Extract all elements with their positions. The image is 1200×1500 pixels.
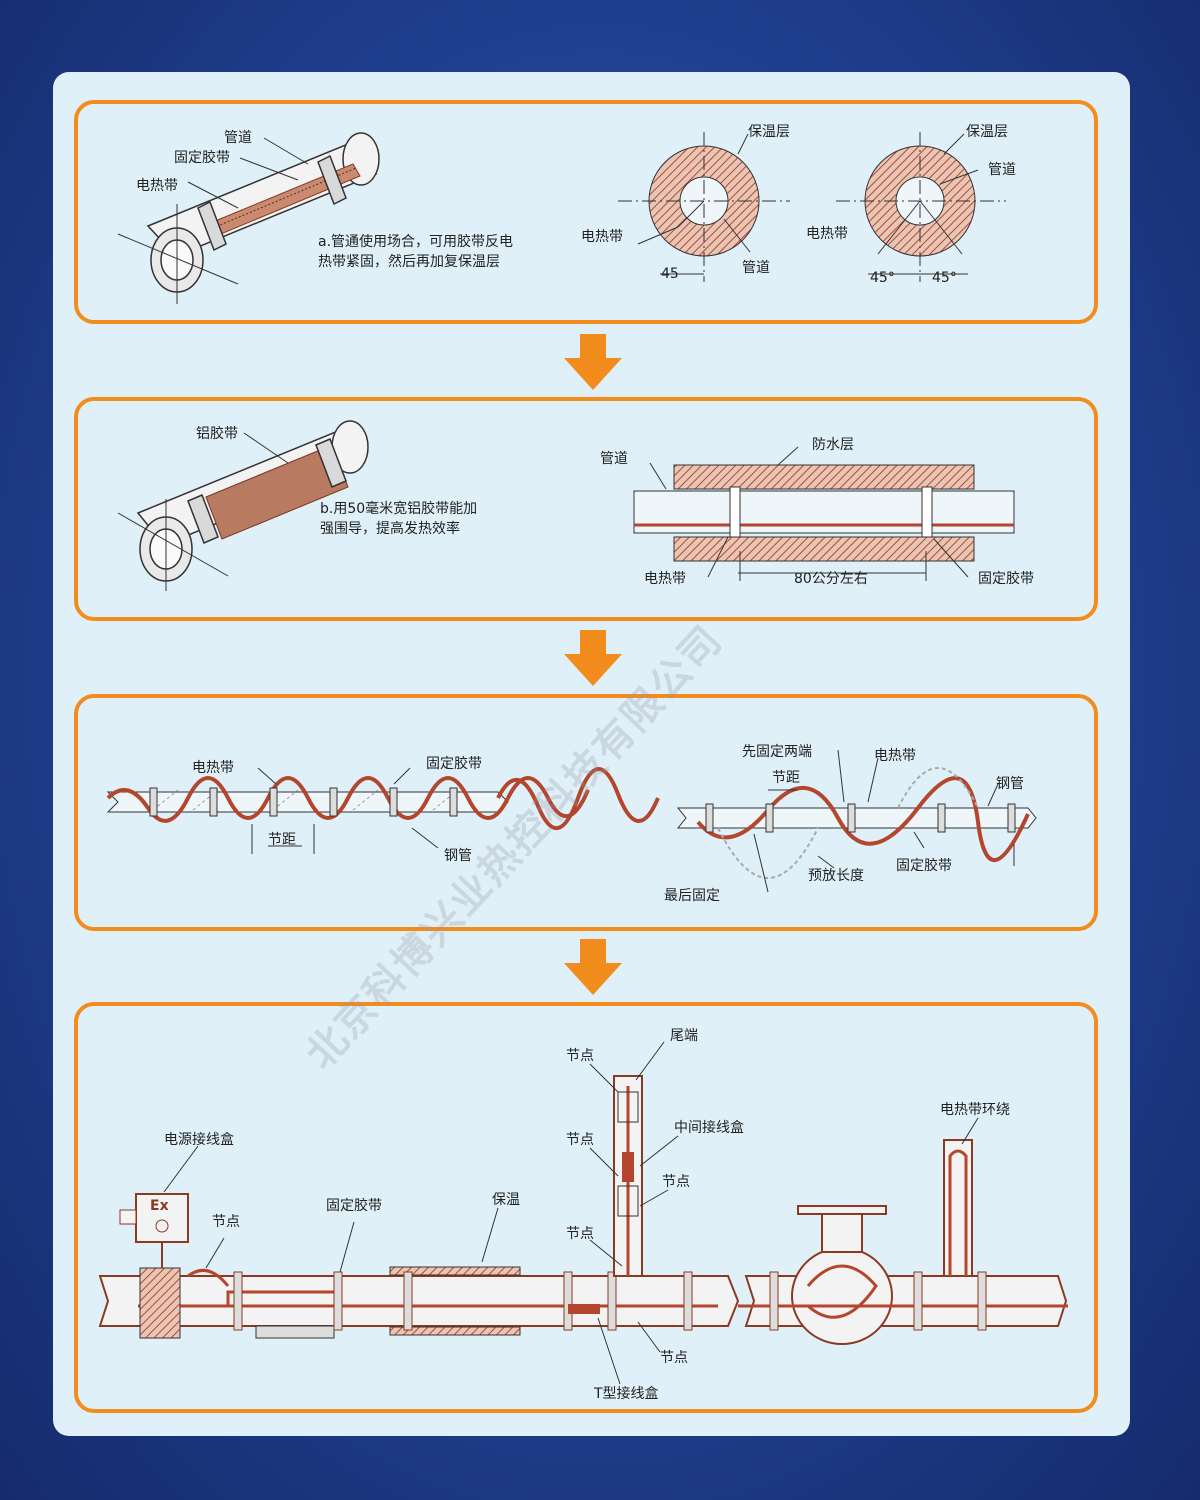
- p3-r-label-heater: 电热带: [874, 748, 916, 764]
- p3-label-last-fix: 最后固定: [664, 888, 720, 904]
- pipe-cylinder-illustration: [117, 132, 380, 304]
- label-heater: 电热带: [136, 178, 178, 194]
- label-waterproof-layer: 防水层: [812, 437, 854, 453]
- label-mid-box: 中间接线盒: [674, 1119, 744, 1136]
- panel3-diagram: 电热带 固定胶带 节距 钢管 先固定两端 电热带 钢管 节距: [106, 744, 1037, 904]
- p2-label-heater: 电热带: [644, 571, 686, 587]
- c2-label-insulation: 保温层: [966, 124, 1008, 140]
- note-b-line2: 强围导，提高发热效率: [320, 520, 460, 537]
- c1-label-pipe: 管道: [742, 260, 770, 276]
- power-junction-box: [119, 1193, 230, 1287]
- label-pipe: 管道: [224, 130, 252, 146]
- c1-label-insulation: 保温层: [748, 124, 790, 140]
- p4-label-fixing-tape: 固定胶带: [326, 1197, 382, 1214]
- p3-r-label-steel-pipe: 钢管: [996, 776, 1024, 792]
- panel-system-layout: Ex: [74, 1002, 1098, 1413]
- label-node-1: 节点: [212, 1214, 240, 1230]
- label-node-3: 节点: [566, 1132, 594, 1148]
- label-node-6: 节点: [660, 1350, 688, 1366]
- note-b-line1: b.用50毫米宽铝胶带能加: [320, 500, 477, 517]
- p3-label-pitch: 节距: [268, 832, 296, 848]
- label-tail-end: 尾端: [670, 1028, 698, 1044]
- horizontal-pipe-section: [633, 446, 1015, 581]
- p3-r-label-pitch: 节距: [772, 770, 800, 786]
- p3-label-fixing-tape: 固定胶带: [426, 755, 482, 772]
- label-node-2: 节点: [566, 1048, 594, 1064]
- ex-mark: Ex: [150, 1198, 169, 1214]
- label-heater-loop: 电热带环绕: [940, 1102, 1010, 1118]
- label-fixing-tape: 固定胶带: [174, 149, 230, 166]
- label-node-4: 节点: [662, 1174, 690, 1190]
- c2-label-angle-right: 45°: [932, 270, 957, 286]
- p2-label-pipe: 管道: [600, 451, 628, 467]
- cross-section-2: [836, 132, 1006, 282]
- p2-label-fixing-tape: 固定胶带: [978, 570, 1034, 587]
- panel1-diagram: 管道 固定胶带 电热带 a.管通使用场合，可用胶带反电 热带紧固，然后再加复保温…: [117, 124, 1016, 304]
- step-arrow-2: [564, 630, 622, 686]
- p3-label-reserve-length: 预放长度: [808, 868, 864, 884]
- c2-label-heater: 电热带: [806, 226, 848, 242]
- label-aluminum-tape: 铝胶带: [196, 425, 238, 442]
- panel-aluminum-tape: 铝胶带 b.用50毫米宽铝胶带能加 强围导，提高发热效率 管道 防水层 电热带 …: [74, 397, 1098, 621]
- label-insulation: 保温: [492, 1192, 520, 1208]
- step-arrow-3: [564, 939, 622, 995]
- c1-label-angle: 45: [661, 266, 679, 282]
- valve-with-heater-loop: [738, 1139, 1068, 1345]
- c2-label-pipe: 管道: [988, 162, 1016, 178]
- label-node-5: 节点: [566, 1226, 594, 1242]
- label-spacing: 80公分左右: [794, 571, 868, 587]
- label-t-box: T型接线盒: [593, 1385, 659, 1402]
- note-a-line2: 热带紧固，然后再加复保温层: [318, 253, 500, 270]
- spiral-wrapped-pipe-left: [106, 767, 660, 854]
- panel4-leader-lines: [163, 1041, 979, 1385]
- spiral-wrapped-pipe-right: [676, 749, 1037, 893]
- cross-section-1: [618, 132, 790, 282]
- c2-label-angle-left: 45°: [870, 270, 895, 286]
- panel4-diagram: Ex: [98, 1028, 1068, 1402]
- panel-spiral-wrap: 电热带 固定胶带 节距 钢管 先固定两端 电热带 钢管 节距: [74, 694, 1098, 931]
- c1-label-heater: 电热带: [581, 229, 623, 245]
- p3-label-steel-pipe: 钢管: [444, 848, 472, 864]
- panel1-leader-lines: [187, 137, 309, 209]
- p3-label-heater: 电热带: [192, 760, 234, 776]
- main-pipeline: [98, 1266, 740, 1339]
- note-a-line1: a.管通使用场合，可用胶带反电: [318, 233, 513, 250]
- vertical-branch-pipe: [613, 1075, 643, 1277]
- label-power-box: 电源接线盒: [164, 1131, 234, 1148]
- p3-label-fix-ends: 先固定两端: [742, 744, 812, 760]
- step-arrow-1: [564, 334, 622, 390]
- panel-pipe-wrap-tape: 管道 固定胶带 电热带 a.管通使用场合，可用胶带反电 热带紧固，然后再加复保温…: [74, 100, 1098, 324]
- pipe-with-aluminum-tape: [117, 420, 369, 591]
- panel2-diagram: 铝胶带 b.用50毫米宽铝胶带能加 强围导，提高发热效率 管道 防水层 电热带 …: [117, 420, 1034, 591]
- p3-r-label-fixing-tape: 固定胶带: [896, 857, 952, 874]
